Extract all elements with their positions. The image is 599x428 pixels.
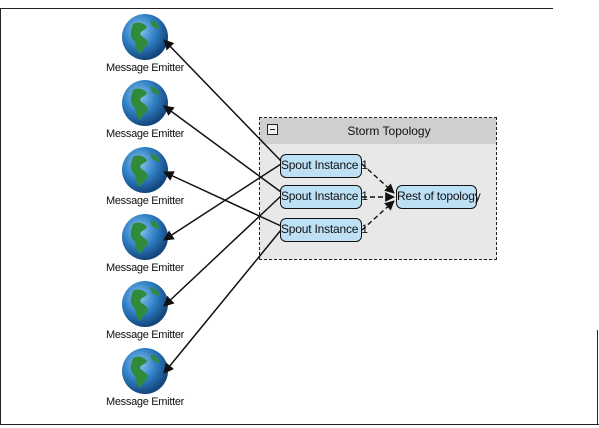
dashed-arrow-spout1-to-rest <box>361 163 395 194</box>
emitter-label: Message Emitter <box>105 195 185 207</box>
globe-icon <box>122 80 168 126</box>
message-emitter-1: Message Emitter <box>90 12 200 74</box>
globe-icon <box>122 14 168 60</box>
emitter-label: Message Emitter <box>105 62 185 74</box>
globe-icon <box>122 147 168 193</box>
dashed-arrow-spout3-to-rest <box>361 200 395 231</box>
frame-right-border <box>597 330 598 425</box>
message-emitter-4: Message Emitter <box>90 212 200 274</box>
frame-bottom-border <box>0 424 599 425</box>
spout-instance-node-1: Spout Instance 1 <box>280 154 368 178</box>
arrow-spout2-to-emitter5 <box>163 195 282 307</box>
message-emitter-2: Message Emitter <box>90 78 200 140</box>
message-emitter-5: Message Emitter <box>90 279 200 341</box>
globe-icon <box>122 348 168 394</box>
emitter-label: Message Emitter <box>105 128 185 140</box>
frame-left-border <box>0 8 1 425</box>
arrow-spout1-to-emitter4 <box>163 163 282 241</box>
spout-instance-node-2: Spout Instance 1 <box>280 185 368 209</box>
arrow-spout2-to-emitter2 <box>163 105 282 193</box>
emitter-label: Message Emitter <box>105 329 185 341</box>
emitter-label: Message Emitter <box>105 396 185 408</box>
topology-title: Storm Topology <box>347 124 431 138</box>
globe-icon <box>122 281 168 327</box>
arrow-spout1-to-emitter1 <box>163 39 282 162</box>
frame-top-border <box>0 8 553 9</box>
spout-instance-node-3: Spout Instance 1 <box>280 218 368 242</box>
arrow-spout3-to-emitter3 <box>163 171 282 227</box>
message-emitter-6: Message Emitter <box>90 346 200 408</box>
message-emitter-3: Message Emitter <box>90 145 200 207</box>
topology-header: Storm Topology <box>260 118 496 144</box>
collapse-icon[interactable] <box>267 124 278 135</box>
globe-icon <box>122 214 168 260</box>
emitter-label: Message Emitter <box>105 262 185 274</box>
rest-of-topology-node: Rest of topology <box>396 185 481 209</box>
arrow-spout3-to-emitter6 <box>163 229 282 374</box>
